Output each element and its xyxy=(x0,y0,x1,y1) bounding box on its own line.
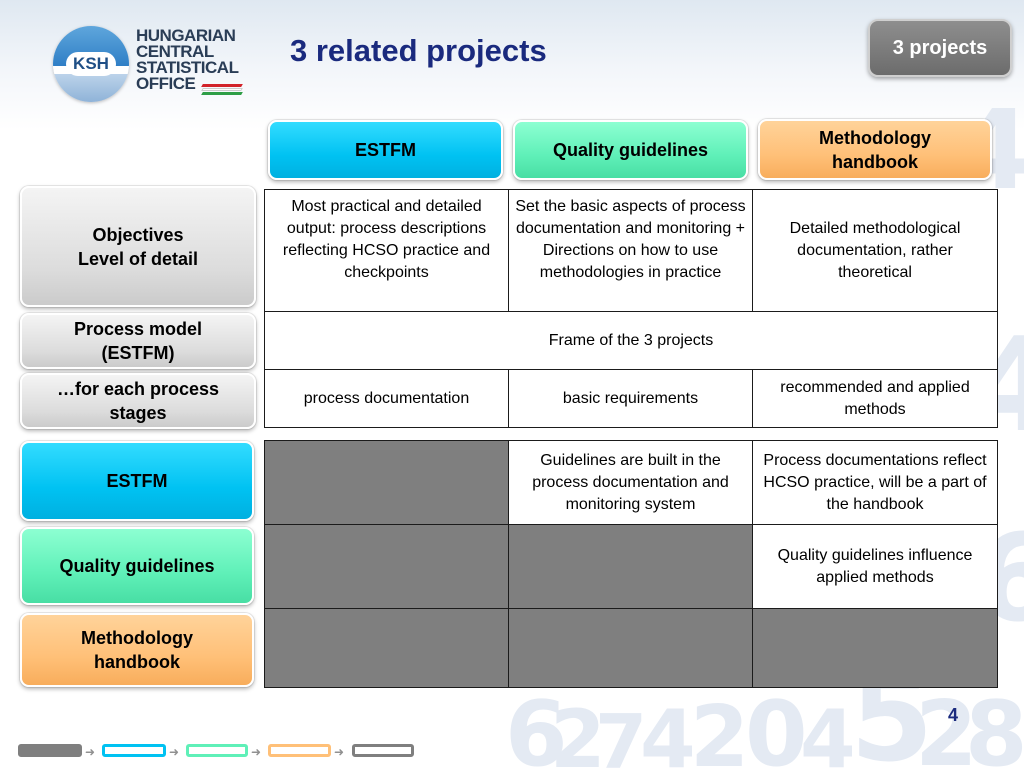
logo-name-line: CENTRAL xyxy=(136,42,214,61)
table-cell: Process documentations reflect HCSO prac… xyxy=(752,440,998,525)
table-cell: Set the basic aspects of process documen… xyxy=(508,189,753,312)
row-label-text: Objectives Level of detail xyxy=(77,224,199,269)
logo-name-line: HUNGARIAN xyxy=(136,26,236,45)
table-cell: Guidelines are built in the process docu… xyxy=(508,440,753,525)
row-label-text: ESTFM xyxy=(106,471,168,491)
row-label-methodology-handbook[interactable]: Methodology handbook xyxy=(20,613,254,687)
bg-digit: 8 xyxy=(965,682,1024,768)
progress-segment[interactable] xyxy=(352,744,414,757)
table-row: Frame of the 3 projects xyxy=(264,311,998,370)
progress-segment[interactable] xyxy=(18,744,82,757)
column-header-quality-guidelines[interactable]: Quality guidelines xyxy=(513,120,748,180)
flag-stripe xyxy=(201,92,243,95)
progress-segment[interactable] xyxy=(102,744,166,757)
logo-name-line: OFFICE xyxy=(136,74,196,93)
arrow-right-icon: ➜ xyxy=(334,745,345,759)
arrow-right-icon: ➜ xyxy=(251,745,262,759)
table-cell-empty xyxy=(508,524,753,609)
bg-digit: 4 xyxy=(640,693,696,768)
bg-digit: 7 xyxy=(595,698,648,768)
logo-flag-stripes xyxy=(201,84,243,95)
row-label-process-model[interactable]: Process model (ESTFM) xyxy=(20,313,256,369)
arrow-right-icon: ➜ xyxy=(169,745,180,759)
page-number: 4 xyxy=(948,705,959,725)
table-cell-empty xyxy=(752,608,998,688)
progress-segment[interactable] xyxy=(186,744,248,757)
bg-digit: 6 xyxy=(505,682,568,768)
flag-stripe xyxy=(201,84,243,87)
row-label-text: …for each process stages xyxy=(56,379,220,423)
row-label-objectives[interactable]: Objectives Level of detail xyxy=(20,186,256,307)
projects-badge[interactable]: 3 projects xyxy=(868,19,1012,77)
table-row: Quality guidelines influence applied met… xyxy=(264,524,998,609)
table-cell: basic requirements xyxy=(508,369,753,428)
table-row: Guidelines are built in the process docu… xyxy=(264,440,998,525)
table-cell: Most practical and detailed output: proc… xyxy=(264,189,509,312)
logo-emblem: KSH xyxy=(53,26,129,102)
bg-digit: 0 xyxy=(745,682,808,768)
table-cell-empty xyxy=(508,608,753,688)
row-label-text: Quality guidelines xyxy=(59,556,215,576)
column-header-methodology-handbook[interactable]: Methodology handbook xyxy=(758,119,992,180)
page-title: 3 related projects xyxy=(290,33,547,68)
bg-digit: 4 xyxy=(800,693,856,768)
column-header-label: Methodology handbook xyxy=(819,127,931,172)
logo-name-line: STATISTICAL xyxy=(136,58,239,77)
ksh-logo: KSH HUNGARIAN CENTRAL STATISTICAL OFFICE xyxy=(50,26,250,106)
table-cell-empty xyxy=(264,524,509,609)
row-label-estfm[interactable]: ESTFM xyxy=(20,441,254,521)
table-cell: Detailed methodological documentation, r… xyxy=(752,189,998,312)
table-cell: process documentation xyxy=(264,369,509,428)
row-label-text: Process model (ESTFM) xyxy=(73,319,203,363)
table-cell: Quality guidelines influence applied met… xyxy=(752,524,998,609)
row-label-each-stage[interactable]: …for each process stages xyxy=(20,373,256,429)
table-cell-frame: Frame of the 3 projects xyxy=(264,311,998,370)
logo-abbreviation: KSH xyxy=(66,52,116,76)
bg-digit: 2 xyxy=(915,682,978,768)
row-label-text: Methodology handbook xyxy=(81,628,193,672)
slide-progress-bar: ➜ ➜ ➜ ➜ xyxy=(18,744,418,759)
table-row xyxy=(264,608,998,688)
objectives-table: Most practical and detailed output: proc… xyxy=(264,189,998,428)
arrow-right-icon: ➜ xyxy=(85,745,96,759)
progress-segment[interactable] xyxy=(268,744,331,757)
column-header-label: ESTFM xyxy=(355,140,416,160)
column-header-estfm[interactable]: ESTFM xyxy=(268,120,503,180)
row-label-quality-guidelines[interactable]: Quality guidelines xyxy=(20,527,254,605)
logo-name: HUNGARIAN CENTRAL STATISTICAL OFFICE xyxy=(136,26,256,93)
bg-digit: 2 xyxy=(550,693,606,768)
table-row: process documentation basic requirements… xyxy=(264,369,998,428)
bg-digit: 2 xyxy=(690,688,750,768)
table-cell-empty xyxy=(264,608,509,688)
table-cell: recommended and applied methods xyxy=(752,369,998,428)
table-cell-empty xyxy=(264,440,509,525)
column-header-label: Quality guidelines xyxy=(552,140,709,160)
flag-stripe xyxy=(201,88,243,91)
table-row: Most practical and detailed output: proc… xyxy=(264,189,998,312)
relationship-matrix: Guidelines are built in the process docu… xyxy=(264,440,998,688)
